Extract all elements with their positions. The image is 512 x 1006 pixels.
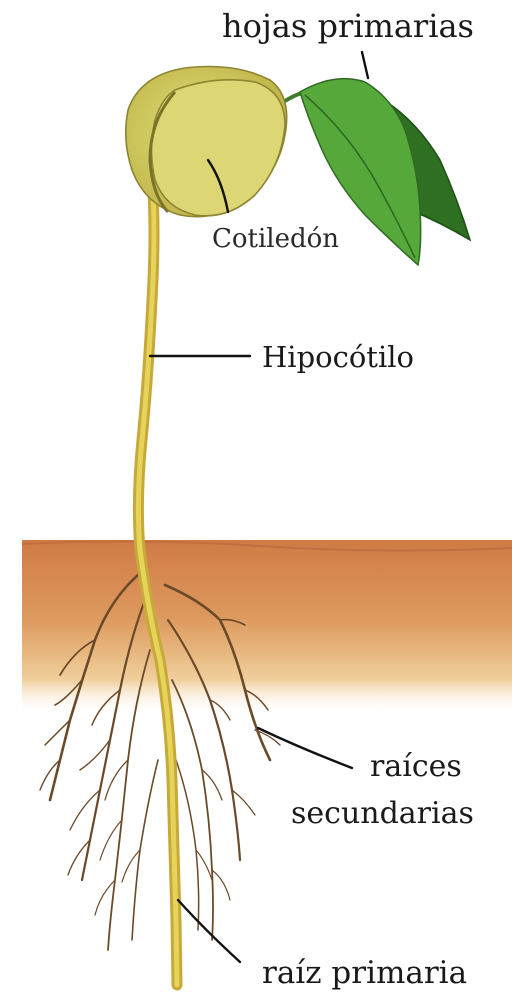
label-secondary-roots-line2: secundarias [291, 799, 474, 829]
label-cotyledon: Cotiledón [212, 226, 339, 252]
cotyledon-front [152, 80, 286, 216]
label-hypocotyl: Hipocótilo [262, 343, 414, 372]
leader-secondary-roots [258, 728, 352, 768]
label-primary-leaves: hojas primarias [222, 10, 474, 42]
label-secondary-roots-line1: raíces [370, 752, 462, 782]
soil-layer [22, 540, 512, 715]
leader-primary-leaves [362, 52, 368, 78]
label-primary-root: raíz primaria [262, 958, 467, 989]
leader-primary-root [178, 900, 240, 962]
